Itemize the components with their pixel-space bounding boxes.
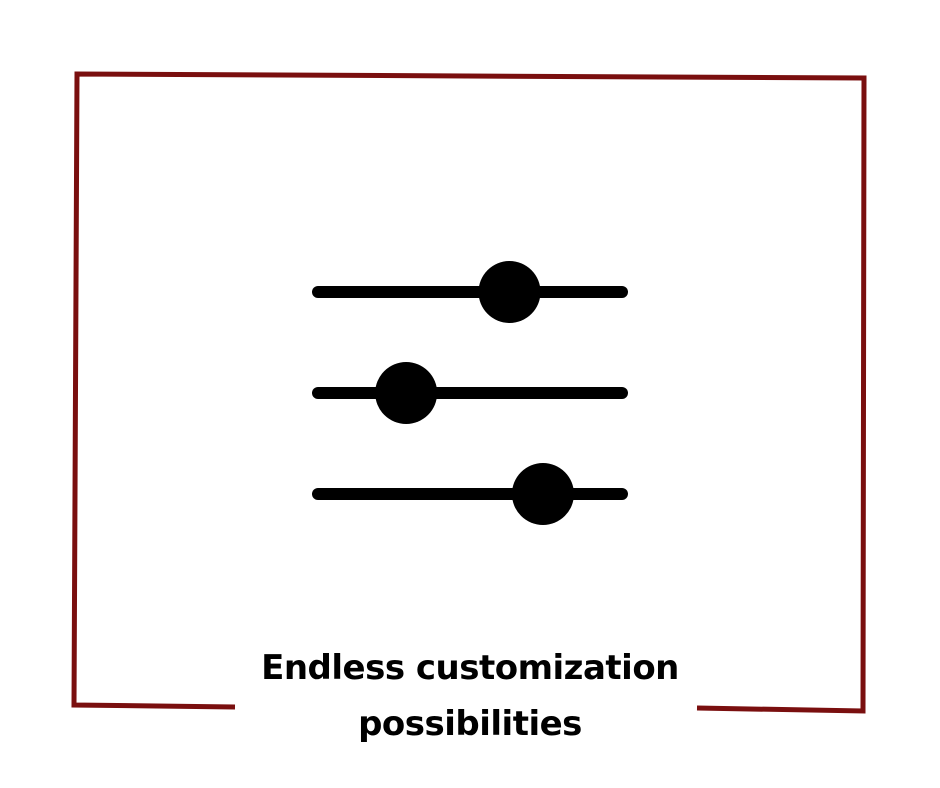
slider-knob-3 xyxy=(511,463,574,525)
frame-border-left xyxy=(71,71,867,714)
caption-line-1: Endless customization xyxy=(261,648,679,688)
caption: Endless customization possibilities xyxy=(230,640,710,752)
slider-knob-1 xyxy=(478,261,541,323)
slider-knob-2 xyxy=(375,362,438,424)
sliders-icon xyxy=(312,261,628,525)
caption-line-2: possibilities xyxy=(358,704,582,744)
